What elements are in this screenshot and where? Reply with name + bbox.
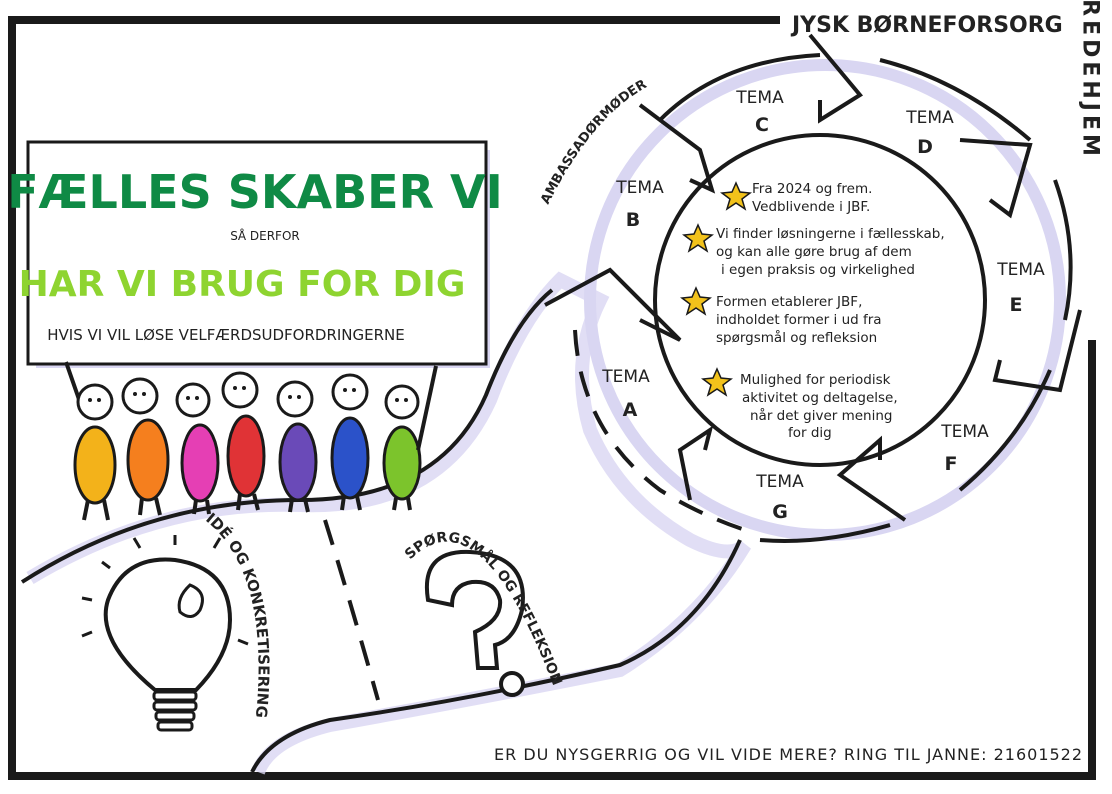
- svg-text:Vedblivende i JBF.: Vedblivende i JBF.: [752, 199, 870, 215]
- svg-text:G: G: [772, 501, 788, 523]
- cycle-shadow: [584, 59, 1066, 541]
- svg-text:Formen etablerer JBF,: Formen etablerer JBF,: [716, 294, 862, 310]
- bullet-4: Mulighed for periodisk aktivitet og delt…: [740, 372, 898, 441]
- theme-labels: TEMA A TEMA B TEMA C TEMA D TEMA E TEMA …: [601, 88, 1045, 523]
- question-mark-icon: [424, 549, 525, 697]
- svg-text:Vi finder løsningerne i fælles: Vi finder løsningerne i fællesskab,: [716, 226, 945, 242]
- road-dashed-line: [323, 519, 380, 701]
- side-label-text: FREDEHJEM: [1078, 0, 1103, 160]
- svg-text:E: E: [1010, 294, 1023, 316]
- theme-g: TEMA G: [755, 472, 804, 523]
- svg-text:for dig: for dig: [788, 425, 832, 441]
- cycle-arrows: [544, 33, 1082, 522]
- banner-title: FÆLLES SKABER VI: [7, 165, 503, 219]
- svg-text:C: C: [755, 114, 769, 136]
- svg-text:og kan alle gøre brug af dem: og kan alle gøre brug af dem: [716, 244, 912, 260]
- arrow-c: [808, 33, 864, 124]
- svg-text:TEMA: TEMA: [755, 472, 804, 492]
- person-yellow: [64, 361, 117, 521]
- bullet-3: Formen etablerer JBF, indholdet former i…: [716, 294, 882, 346]
- svg-text:spørgsmål og refleksion: spørgsmål og refleksion: [716, 329, 877, 346]
- outer-frame: [8, 16, 1096, 780]
- svg-text:Mulighed for periodisk: Mulighed for periodisk: [740, 372, 891, 388]
- star-icon: [680, 286, 712, 316]
- bullet-stars: [680, 181, 752, 397]
- side-label: FREDEHJEM: [1078, 0, 1103, 160]
- star-icon: [682, 223, 714, 253]
- banner-subtitle: SÅ DERFOR: [230, 228, 300, 243]
- svg-text:TEMA: TEMA: [940, 422, 989, 442]
- bullet-2: Vi finder løsningerne i fællesskab, og k…: [716, 226, 945, 278]
- cycle-inner-circle: [653, 133, 987, 467]
- road-shadow: [26, 271, 752, 775]
- banner-tagline: HVIS VI VIL LØSE VELFÆRDSUDFORDRINGERNE: [47, 326, 405, 344]
- lightbulb-icon: [81, 535, 249, 732]
- theme-f: TEMA F: [940, 422, 989, 475]
- svg-text:B: B: [626, 209, 640, 231]
- arrow-e: [992, 309, 1082, 393]
- arrow-g: [677, 425, 714, 501]
- theme-c: TEMA C: [735, 88, 784, 136]
- svg-text:aktivitet og deltagelse,: aktivitet og deltagelse,: [742, 390, 898, 406]
- star-icon: [701, 367, 733, 397]
- svg-text:D: D: [917, 136, 933, 158]
- arrow-f: [836, 435, 907, 522]
- person-red: [221, 371, 266, 511]
- svg-text:indholdet former i ud fra: indholdet former i ud fra: [716, 312, 882, 328]
- person-green: [382, 365, 438, 511]
- bullet-1: Fra 2024 og frem. Vedblivende i JBF.: [752, 181, 872, 215]
- svg-text:når det giver mening: når det giver mening: [750, 407, 892, 424]
- svg-text:F: F: [945, 453, 958, 475]
- theme-a: TEMA A: [601, 367, 650, 421]
- road-upper-edge: [20, 288, 554, 584]
- svg-text:A: A: [623, 399, 638, 421]
- svg-text:TEMA: TEMA: [905, 108, 954, 128]
- person-orange: [121, 377, 170, 516]
- theme-d: TEMA D: [905, 108, 954, 158]
- person-purple: [276, 380, 318, 513]
- svg-text:TEMA: TEMA: [615, 178, 664, 198]
- arrow-b: [638, 103, 716, 194]
- person-pink: [175, 382, 220, 515]
- star-icon: [720, 181, 752, 211]
- svg-text:TEMA: TEMA: [996, 260, 1045, 280]
- people-group: [64, 361, 438, 521]
- svg-text:TEMA: TEMA: [601, 367, 650, 387]
- banner-headline: HAR VI BRUG FOR DIG: [19, 264, 466, 305]
- brand-title: JYSK BØRNEFORSORG: [790, 13, 1063, 38]
- svg-text:TEMA: TEMA: [735, 88, 784, 108]
- svg-text:i egen praksis og virkelighed: i egen praksis og virkelighed: [721, 262, 915, 278]
- svg-text:Fra 2024 og frem.: Fra 2024 og frem.: [752, 181, 872, 197]
- theme-b: TEMA B: [615, 178, 664, 231]
- cycle-dashed-arc: [573, 329, 746, 532]
- person-blue: [330, 373, 370, 511]
- theme-e: TEMA E: [996, 260, 1045, 316]
- arrow-a: [544, 267, 682, 342]
- center-bullets: Fra 2024 og frem. Vedblivende i JBF. Vi …: [716, 181, 945, 441]
- contact-line: ER DU NYSGERRIG OG VIL VIDE MERE? RING T…: [494, 745, 1083, 764]
- arrow-d: [959, 138, 1033, 219]
- cycle-outer-arc: [658, 53, 1073, 543]
- banner-box: [26, 140, 488, 366]
